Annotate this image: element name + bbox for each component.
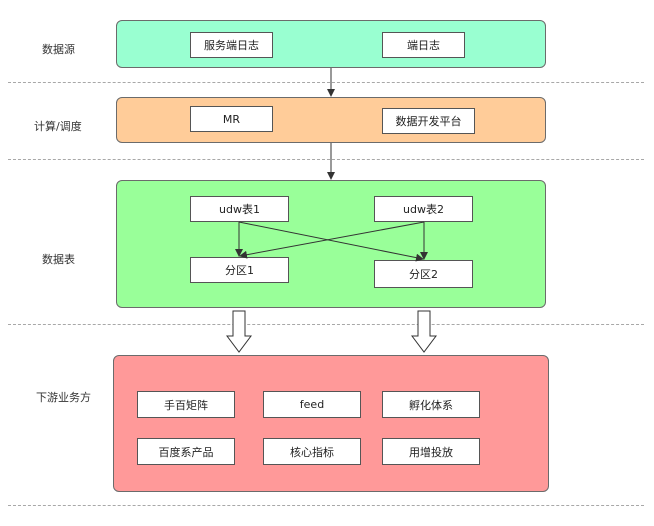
node-downstream-3: 孵化体系 xyxy=(382,391,480,418)
node-mr: MR xyxy=(190,106,273,132)
layer-label-compute: 计算/调度 xyxy=(34,120,82,133)
node-downstream-1: 手百矩阵 xyxy=(137,391,235,418)
node-downstream-2: feed xyxy=(263,391,361,418)
layer-label-source: 数据源 xyxy=(42,43,75,56)
node-partition-1: 分区1 xyxy=(190,257,289,283)
layer-divider xyxy=(8,324,644,325)
node-downstream-5: 核心指标 xyxy=(263,438,361,465)
arrow-udw1-to-partition2 xyxy=(238,221,424,262)
node-data-dev-platform: 数据开发平台 xyxy=(382,108,475,134)
node-downstream-4: 百度系产品 xyxy=(137,438,235,465)
node-udw-table-1: udw表1 xyxy=(190,196,289,222)
node-client-log: 端日志 xyxy=(382,32,465,58)
layer-divider xyxy=(8,82,644,83)
node-partition-2: 分区2 xyxy=(374,260,473,288)
node-server-log: 服务端日志 xyxy=(190,32,273,58)
node-downstream-6: 用增投放 xyxy=(382,438,480,465)
table-panel xyxy=(116,180,546,308)
arrow-udw2-to-partition1 xyxy=(239,221,425,259)
layer-divider xyxy=(8,159,644,160)
block-arrow-left xyxy=(226,310,252,353)
layer-label-downstream: 下游业务方 xyxy=(36,391,91,404)
downstream-panel xyxy=(113,355,549,492)
source-panel xyxy=(116,20,546,68)
node-udw-table-2: udw表2 xyxy=(374,196,473,222)
block-arrow-right xyxy=(411,310,437,353)
layer-label-tables: 数据表 xyxy=(42,253,75,266)
layer-divider xyxy=(8,505,644,506)
